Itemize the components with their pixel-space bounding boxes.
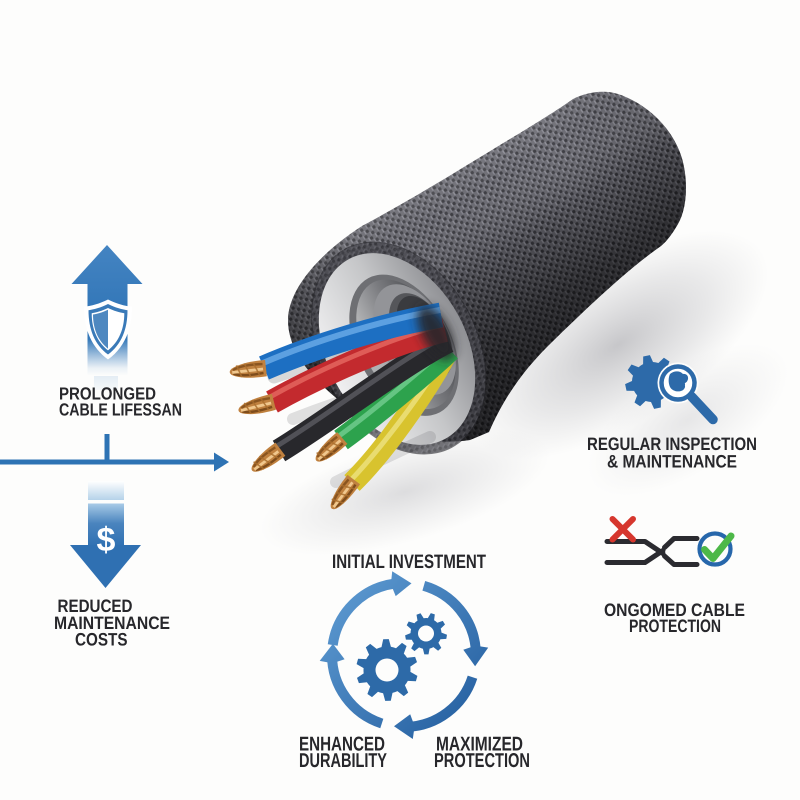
svg-text:COSTS: COSTS — [75, 629, 128, 649]
svg-text:MAINTENANCE: MAINTENANCE — [54, 613, 170, 633]
svg-text:REGULAR INSPECTION: REGULAR INSPECTION — [587, 434, 757, 454]
svg-text:PROTECTION: PROTECTION — [434, 750, 530, 772]
svg-text:REDUCED: REDUCED — [58, 596, 133, 616]
svg-text:PROLONGED: PROLONGED — [59, 384, 156, 404]
svg-text:& MAINTENANCE: & MAINTENANCE — [607, 452, 737, 472]
svg-text:$: $ — [97, 521, 116, 559]
svg-text:ONGOMED CABLE: ONGOMED CABLE — [604, 600, 745, 620]
svg-text:CABLE LIFESSAN: CABLE LIFESSAN — [59, 400, 182, 420]
svg-text:INITIAL INVESTMENT: INITIAL INVESTMENT — [332, 551, 486, 573]
svg-text:DURABILITY: DURABILITY — [299, 750, 387, 772]
svg-text:ENHANCED: ENHANCED — [299, 734, 385, 756]
svg-text:MAXIMIZED: MAXIMIZED — [436, 734, 523, 756]
svg-text:PROTECTION: PROTECTION — [629, 616, 721, 636]
